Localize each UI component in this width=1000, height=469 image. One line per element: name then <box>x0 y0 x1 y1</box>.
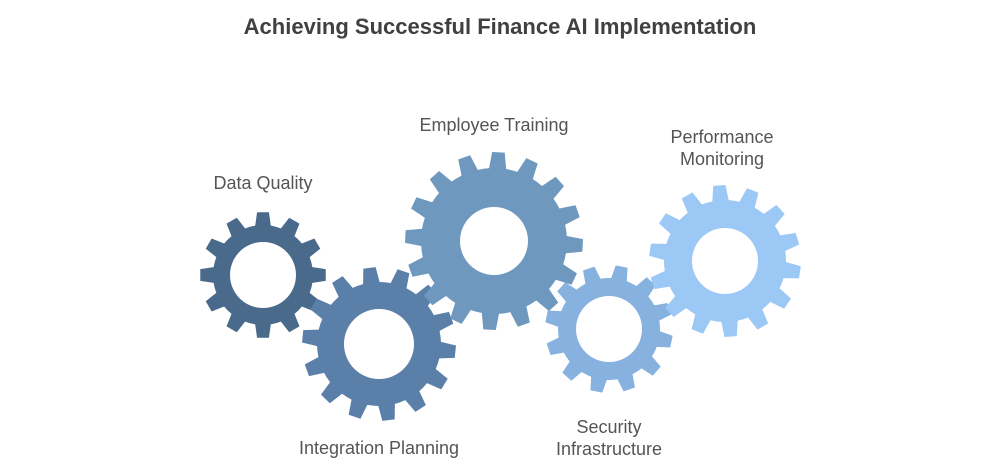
gear-performance-monitoring <box>649 185 801 337</box>
diagram-title: Achieving Successful Finance AI Implemen… <box>243 14 757 39</box>
label-line: Employee Training <box>419 115 569 135</box>
label-line: Monitoring <box>679 149 765 169</box>
label-line: Data Quality <box>213 173 313 193</box>
label-line: Security <box>576 417 642 437</box>
gear-employee-training <box>405 152 583 330</box>
gear-security-infrastructure <box>545 265 673 393</box>
label-line: Integration Planning <box>298 438 460 458</box>
label-line: Performance <box>670 127 774 147</box>
gear-integration-planning <box>302 267 456 421</box>
label-integration-planning: Integration Planning <box>299 437 459 459</box>
label-employee-training: Employee Training <box>419 114 568 136</box>
label-data-quality: Data Quality <box>213 172 312 194</box>
label-line: Infrastructure <box>555 439 663 459</box>
label-performance-monitoring: Performance Monitoring <box>670 126 773 170</box>
label-security-infrastructure: Security Infrastructure <box>556 416 662 460</box>
gear-data-quality <box>200 212 326 338</box>
